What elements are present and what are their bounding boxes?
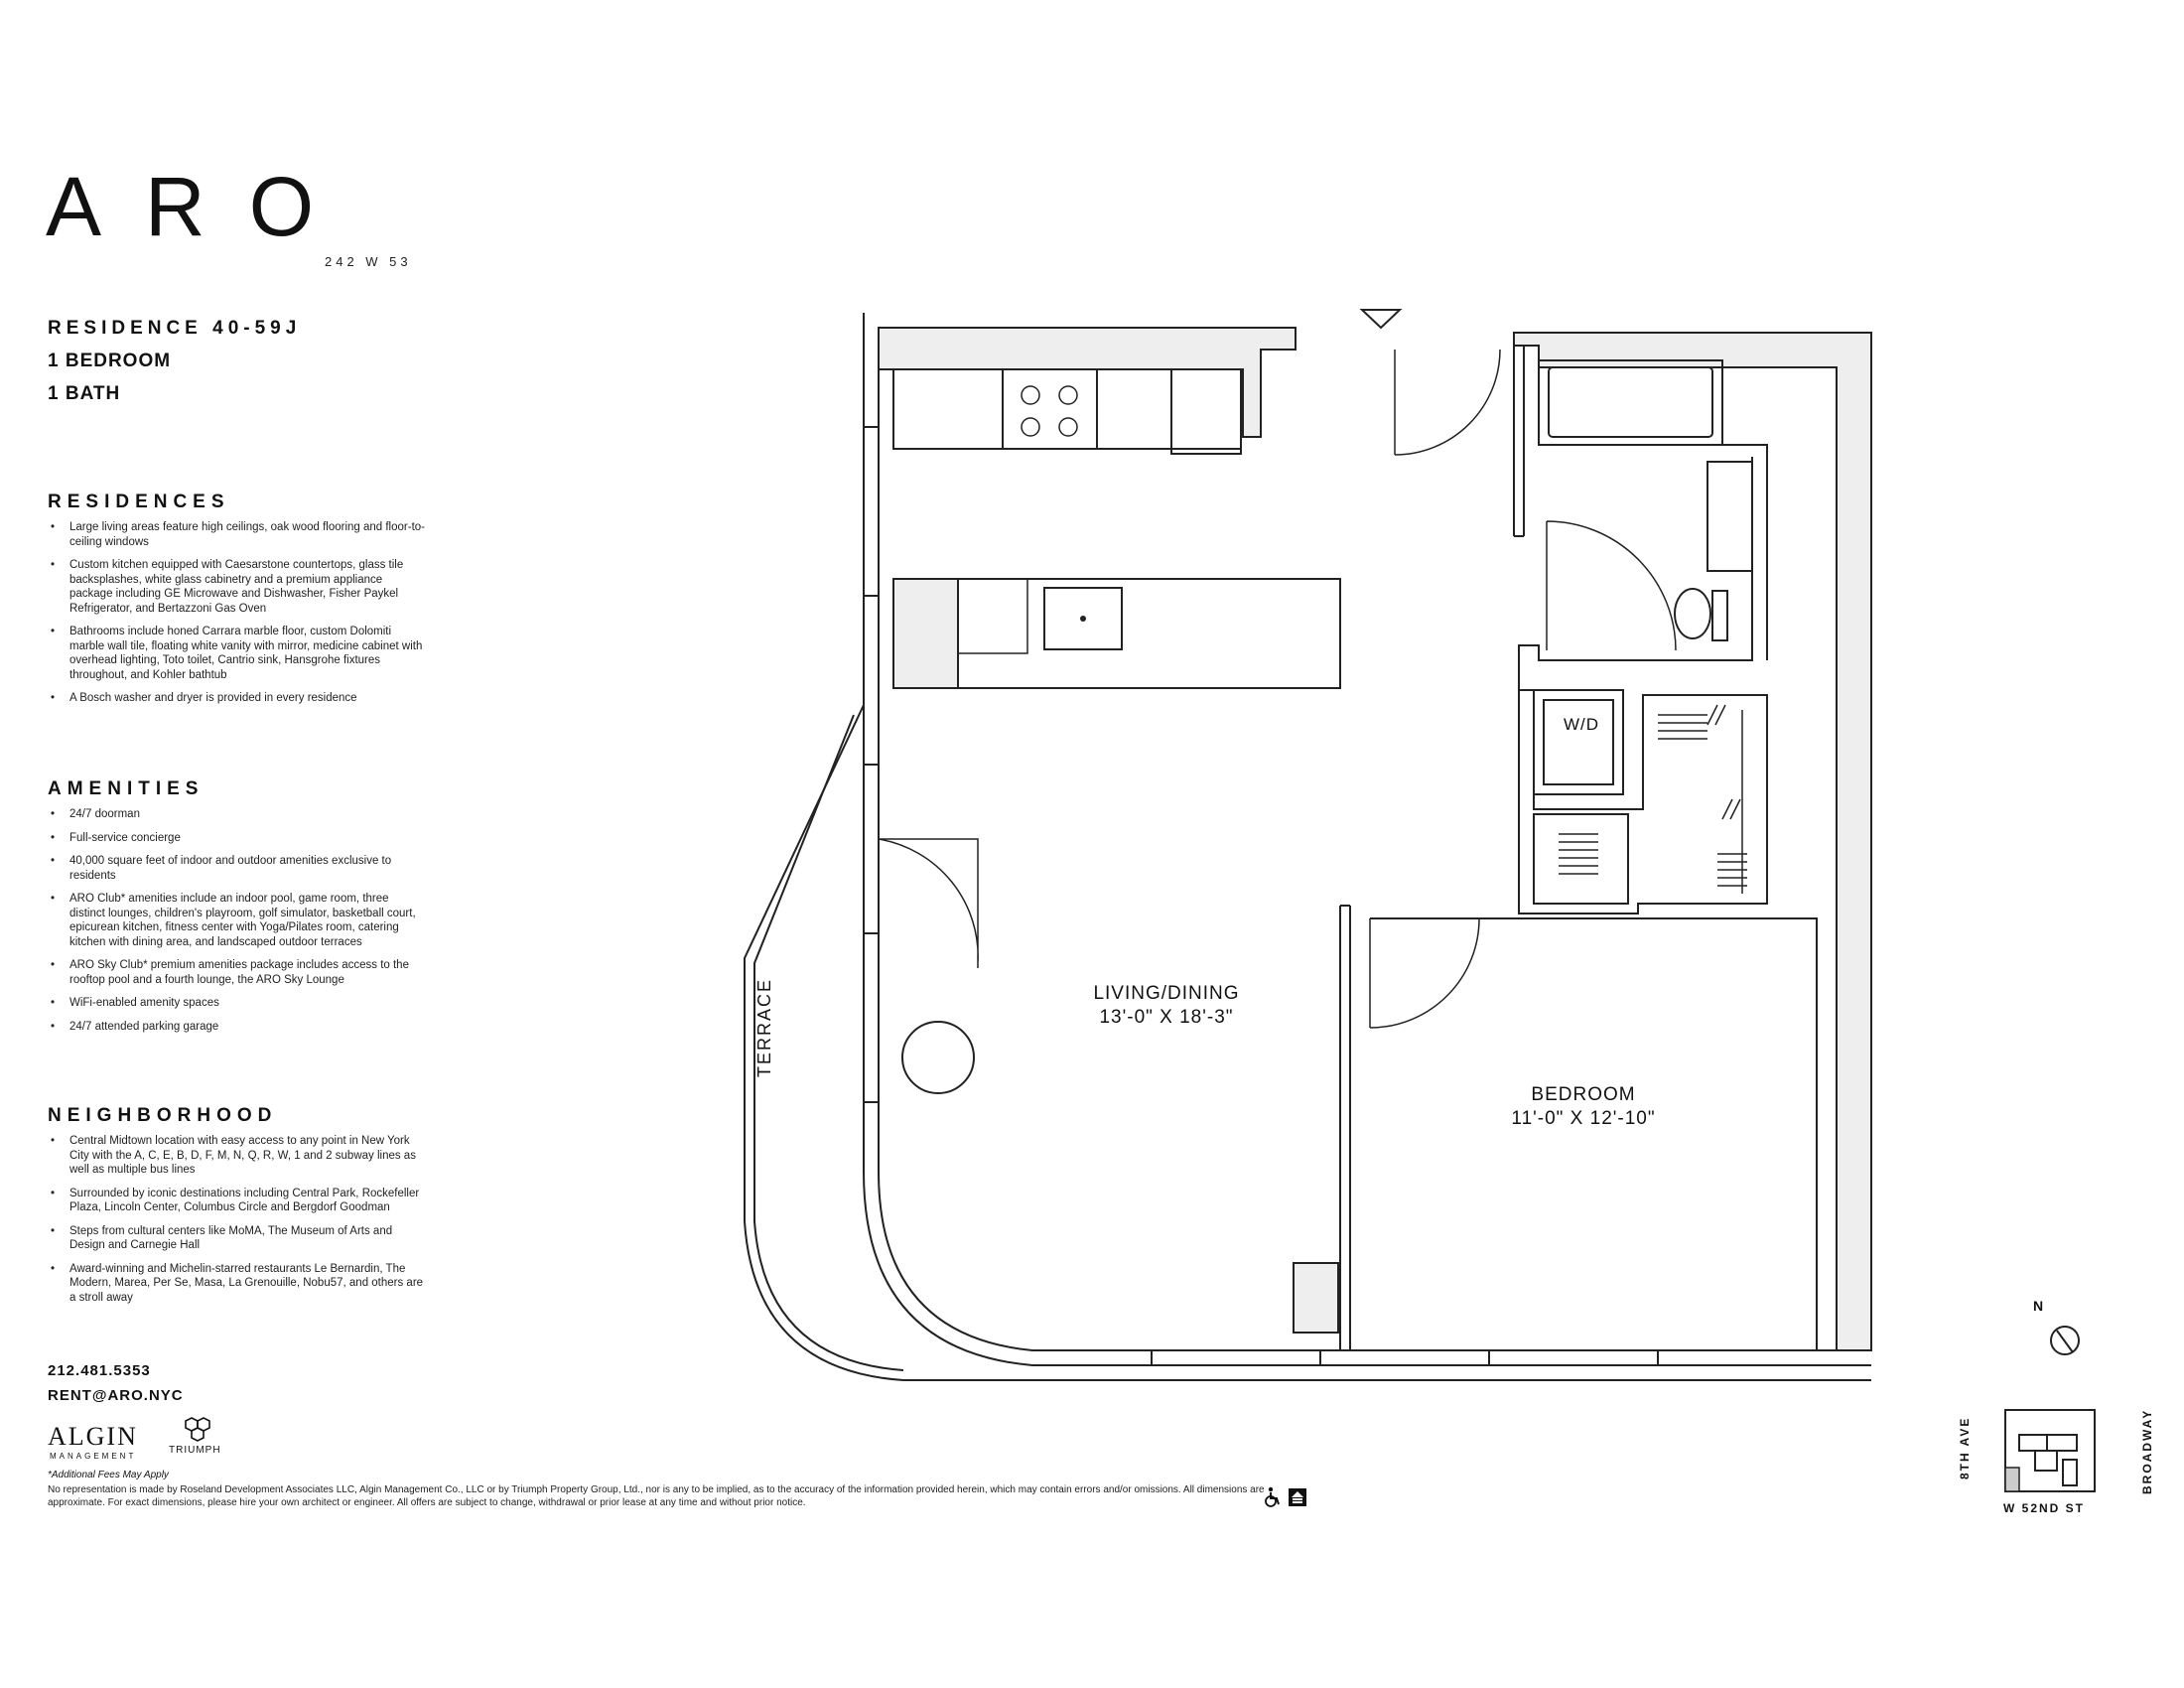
list-item: Surrounded by iconic destinations includ…: [48, 1187, 425, 1215]
algin-logo: ALGIN: [48, 1422, 138, 1451]
refrigerator: [1170, 368, 1242, 455]
washer-dryer: [1533, 689, 1624, 795]
list-item: WiFi-enabled amenity spaces: [48, 996, 425, 1011]
exterior-window-wall: [863, 313, 1871, 1366]
terrace-outline: [744, 704, 1871, 1381]
street-broadway: BROADWAY: [2140, 1408, 2154, 1494]
list-item: 24/7 doorman: [48, 807, 425, 822]
cooktop: [1002, 368, 1098, 450]
north-label: N: [2033, 1298, 2044, 1314]
living-room-size: 13'-0" X 18'-3": [1099, 1007, 1234, 1028]
list-item: Central Midtown location with easy acces…: [48, 1134, 425, 1178]
key-map: [2004, 1326, 2096, 1492]
closet-shelving: [1559, 704, 1747, 894]
equal-housing-icon: [1289, 1488, 1306, 1506]
list-item: Large living areas feature high ceilings…: [48, 520, 425, 549]
dining-table: [901, 1021, 975, 1094]
toilet: [1674, 588, 1711, 639]
accessibility-housing-icons: [1265, 1486, 1306, 1507]
list-item: 24/7 attended parking garage: [48, 1020, 425, 1035]
wheelchair-icon: [1265, 1486, 1280, 1507]
terrace-door: [878, 838, 979, 968]
kitchen-island: [892, 578, 1341, 689]
disclaimer: No representation is made by Roseland De…: [48, 1484, 1265, 1508]
wall-top-kitchen: [878, 327, 1297, 438]
terrace-label: TERRACE: [754, 977, 774, 1077]
list-item: ARO Club* amenities include an indoor po…: [48, 892, 425, 949]
amenities-list: 24/7 doorman Full-service concierge 40,0…: [48, 807, 425, 1043]
residences-list: Large living areas feature high ceilings…: [48, 520, 425, 715]
living-room-name: LIVING/DINING: [1093, 983, 1240, 1004]
bathroom-walls: [1513, 346, 1525, 537]
list-item: Award-winning and Michelin-starred resta…: [48, 1262, 425, 1306]
list-item: Full-service concierge: [48, 831, 425, 846]
list-item: A Bosch washer and dryer is provided in …: [48, 691, 425, 706]
neighborhood-list: Central Midtown location with easy acces…: [48, 1134, 425, 1314]
bedroom-partition: [1339, 905, 1351, 1350]
bathtub: [1538, 359, 1723, 446]
island-sink: [1043, 587, 1123, 650]
list-item: ARO Sky Club* premium amenities package …: [48, 958, 425, 987]
floor-plan: [744, 309, 1872, 1381]
wall-right: [1513, 332, 1872, 1351]
bedroom-size: 11'-0" X 12'-10": [1511, 1108, 1656, 1129]
phone-number[interactable]: 212.481.5353: [48, 1362, 151, 1379]
window-mullions: [864, 426, 1659, 1365]
triumph-logo: TRIUMPH: [169, 1445, 221, 1456]
list-item: 40,000 square feet of indoor and outdoor…: [48, 854, 425, 883]
site-block: [2004, 1409, 2096, 1492]
vanity: [1706, 461, 1753, 572]
fees-note: *Additional Fees May Apply: [48, 1470, 169, 1480]
cooktop-burners: [1021, 385, 1078, 437]
list-item: Steps from cultural centers like MoMA, T…: [48, 1224, 425, 1253]
residence-title: RESIDENCE 40-59J: [48, 318, 302, 339]
building-address: 242 W 53: [325, 254, 412, 269]
entry-door: [1394, 349, 1501, 456]
compass-icon: [2050, 1326, 2080, 1355]
entry-marker-icon: [1359, 309, 1403, 330]
bathroom-door: [1546, 520, 1677, 651]
washer-dryer-label: W/D: [1563, 715, 1600, 734]
linen-closet: [1533, 813, 1629, 905]
bedroom-door: [1369, 917, 1480, 1029]
neighborhood-heading: NEIGHBORHOOD: [48, 1105, 278, 1126]
bedroom-name: BEDROOM: [1531, 1084, 1636, 1105]
list-item: Bathrooms include honed Carrara marble f…: [48, 625, 425, 682]
list-item: Custom kitchen equipped with Caesarstone…: [48, 558, 425, 616]
kitchen-counter: [892, 368, 1242, 450]
aro-logo: ARO: [46, 160, 358, 253]
street-w-52nd: W 52ND ST: [2003, 1501, 2086, 1515]
residences-heading: RESIDENCES: [48, 492, 230, 512]
bedroom-count: 1 BEDROOM: [48, 351, 172, 371]
algin-logo-sub: MANAGEMENT: [50, 1452, 137, 1461]
street-8th-ave: 8TH AVE: [1958, 1416, 1972, 1479]
triumph-cube-icon: [185, 1417, 210, 1442]
column: [1293, 1262, 1339, 1334]
amenities-heading: AMENITIES: [48, 778, 205, 799]
bath-count: 1 BATH: [48, 383, 121, 404]
email-address[interactable]: RENT@ARO.NYC: [48, 1387, 184, 1404]
